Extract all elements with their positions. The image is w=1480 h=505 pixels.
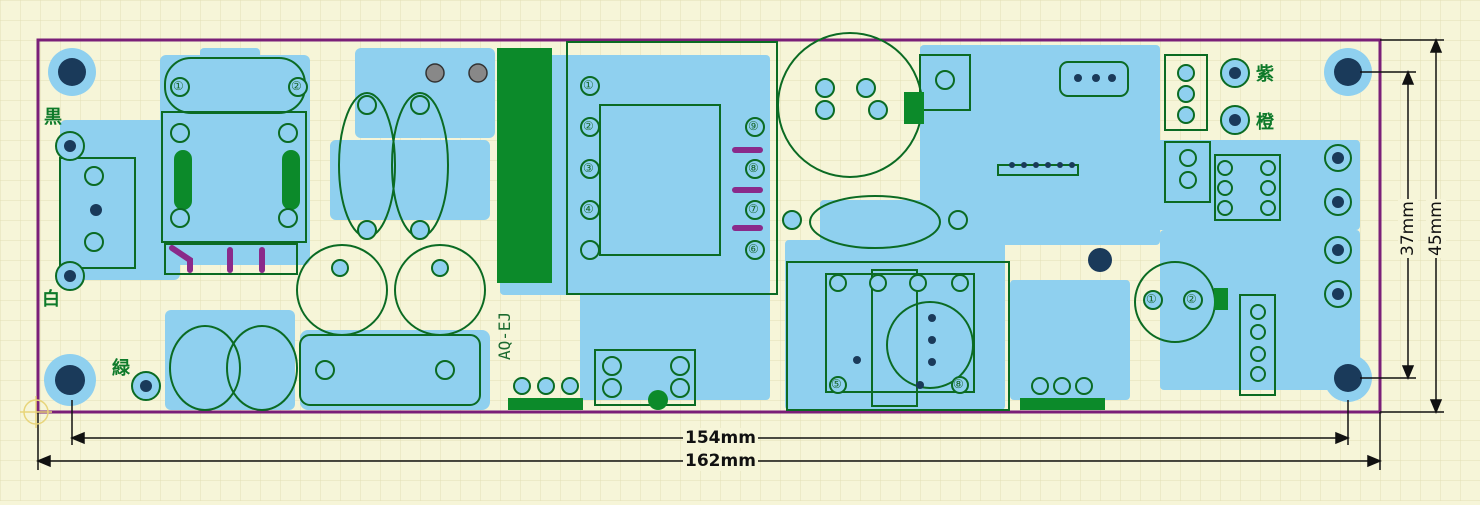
gray-pads: [425, 63, 488, 83]
wire-terminals: [55, 58, 1352, 401]
pin-label: ①: [173, 79, 184, 93]
label-orange: 橙: [1256, 112, 1274, 133]
pin-label: ②: [583, 119, 594, 133]
dim-inner-height: 37mm: [1398, 199, 1418, 258]
silk-code: AQ-EJ: [495, 311, 514, 360]
connector-bars: [508, 92, 1228, 410]
small-drills: [648, 74, 1116, 410]
pin-label: ⑧: [748, 161, 759, 175]
label-black: 黒: [44, 107, 62, 128]
pads: [84, 64, 1276, 398]
pin-label: ④: [583, 202, 594, 216]
pin-label: ②: [291, 79, 302, 93]
pin-label: ②: [1186, 292, 1197, 306]
origin-marker: [20, 396, 52, 428]
pin-label: ⑦: [748, 202, 759, 216]
label-white: 白: [42, 289, 60, 310]
heatsink: [497, 48, 552, 283]
jumper-wires: [169, 147, 763, 273]
pin-label: ⑥: [748, 242, 759, 256]
slots: [174, 150, 300, 210]
pin-label: ⑧: [953, 377, 964, 391]
board-outline: [36, 38, 1382, 414]
dim-outer-width: 162mm: [683, 451, 758, 471]
copper-layer: [60, 45, 1360, 410]
pin-label: ⑤: [831, 377, 842, 391]
pin-label: ①: [1146, 292, 1157, 306]
dim-inner-width: 154mm: [683, 428, 758, 448]
mounting-holes: [44, 48, 1372, 406]
label-purple: 紫: [1256, 64, 1274, 85]
pin-label: ①: [583, 78, 594, 92]
label-green: 緑: [112, 358, 130, 379]
pin-label: ⑨: [748, 119, 759, 133]
dim-outer-height: 45mm: [1426, 199, 1446, 258]
pin-label: ③: [583, 161, 594, 175]
